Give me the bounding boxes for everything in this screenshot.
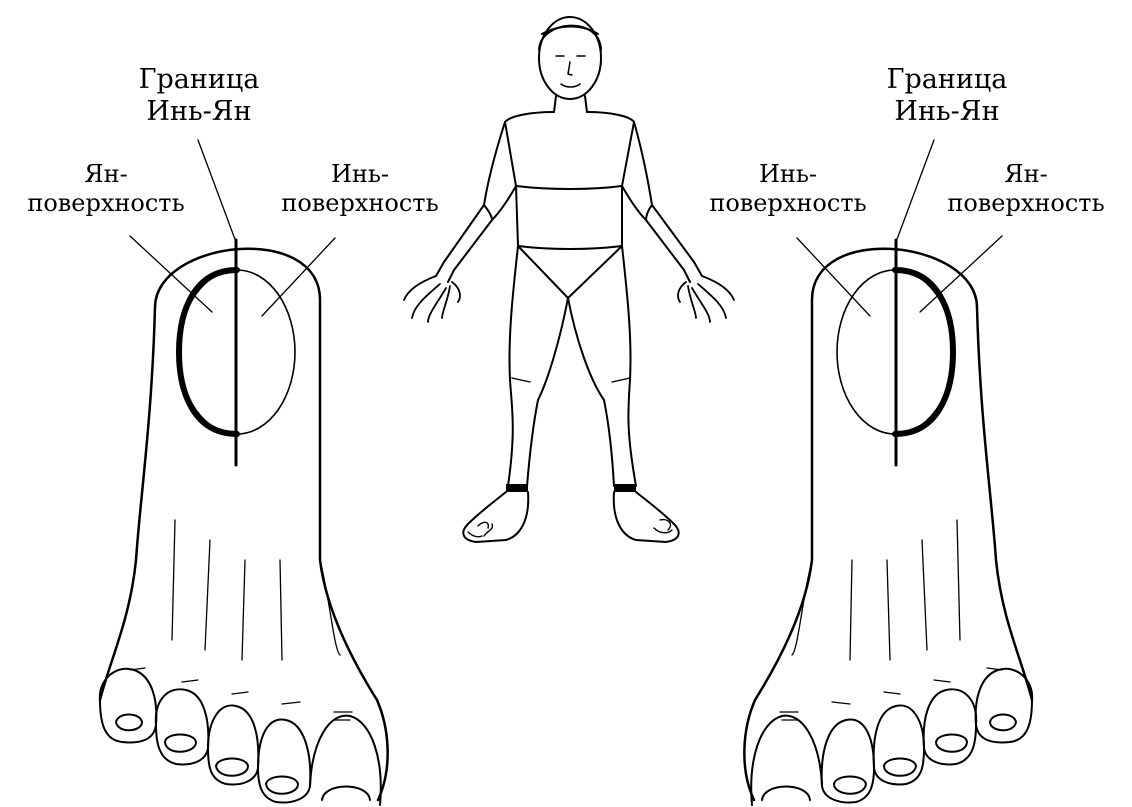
right-big-toe — [751, 716, 822, 805]
left-toe-3 — [208, 705, 258, 784]
right-nail-4 — [834, 777, 866, 794]
left-toe-2 — [258, 719, 310, 802]
figure-foot-left — [463, 492, 528, 542]
left-nail-3 — [216, 759, 248, 776]
right-foot — [744, 140, 1032, 805]
figure-foot-right — [614, 492, 679, 542]
figure-ankle-band-left — [506, 484, 528, 492]
right-nail-2 — [936, 735, 967, 752]
left-little-toe — [100, 669, 157, 743]
right-nail-1 — [990, 715, 1016, 731]
left-foot — [100, 140, 388, 805]
figure-brief — [518, 246, 622, 249]
right-yin-label-line2: поверхность — [690, 189, 886, 218]
figure-toes-right — [654, 520, 672, 533]
right-toe-2 — [822, 719, 874, 802]
figure-hand-left — [404, 276, 460, 322]
left-yin-label-line2: поверхность — [262, 189, 458, 218]
figure-leg-right — [568, 246, 636, 486]
figure-torso — [505, 112, 634, 298]
left-yin-label-line1: Инь- — [262, 160, 458, 189]
right-yin-leader — [797, 238, 870, 316]
figure-knees — [512, 378, 630, 382]
left-yin-leader — [262, 238, 335, 316]
left-boundary-label: Граница Инь-Ян — [104, 64, 294, 129]
right-boundary-label: Граница Инь-Ян — [852, 64, 1042, 129]
left-toe-4 — [156, 689, 209, 764]
left-nail-5 — [322, 787, 370, 801]
right-yang-label-line1: Ян- — [928, 160, 1124, 189]
left-big-toe — [310, 716, 381, 805]
left-yang-arc — [179, 270, 237, 434]
figure-waist — [516, 186, 622, 189]
right-little-toe — [976, 669, 1033, 743]
figure-leg-left — [508, 246, 568, 486]
left-yang-label-line2: поверхность — [8, 189, 204, 218]
left-yin-label: Инь- поверхность — [262, 160, 458, 218]
left-boundary-label-line1: Граница — [104, 64, 294, 96]
left-nail-2 — [165, 735, 196, 752]
left-yang-leader — [130, 236, 212, 312]
figure-face — [556, 56, 585, 87]
right-toe-3 — [874, 705, 924, 784]
right-yin-label: Инь- поверхность — [690, 160, 886, 218]
right-foot-crease — [780, 520, 1002, 720]
left-foot-outline — [100, 249, 388, 800]
right-toe-4 — [924, 689, 977, 764]
right-yang-label: Ян- поверхность — [928, 160, 1124, 218]
left-nail-4 — [266, 777, 298, 794]
right-foot-outline — [744, 249, 1032, 800]
right-yang-label-line2: поверхность — [928, 189, 1124, 218]
right-boundary-label-line2: Инь-Ян — [852, 96, 1042, 128]
right-nail-3 — [884, 759, 916, 776]
right-yang-arc — [895, 270, 953, 434]
figure-hand-right — [678, 276, 734, 322]
figure-ankle-band-right — [614, 484, 636, 492]
left-boundary-label-line2: Инь-Ян — [104, 96, 294, 128]
human-figure — [404, 17, 734, 542]
right-yin-label-line1: Инь- — [690, 160, 886, 189]
left-yang-label-line1: Ян- — [8, 160, 204, 189]
right-nail-5 — [762, 787, 810, 801]
left-yang-label: Ян- поверхность — [8, 160, 204, 218]
right-boundary-label-line1: Граница — [852, 64, 1042, 96]
right-yang-leader — [920, 236, 1002, 312]
left-foot-crease — [130, 520, 352, 720]
figure-toes-left — [468, 522, 492, 536]
left-nail-1 — [116, 715, 142, 731]
